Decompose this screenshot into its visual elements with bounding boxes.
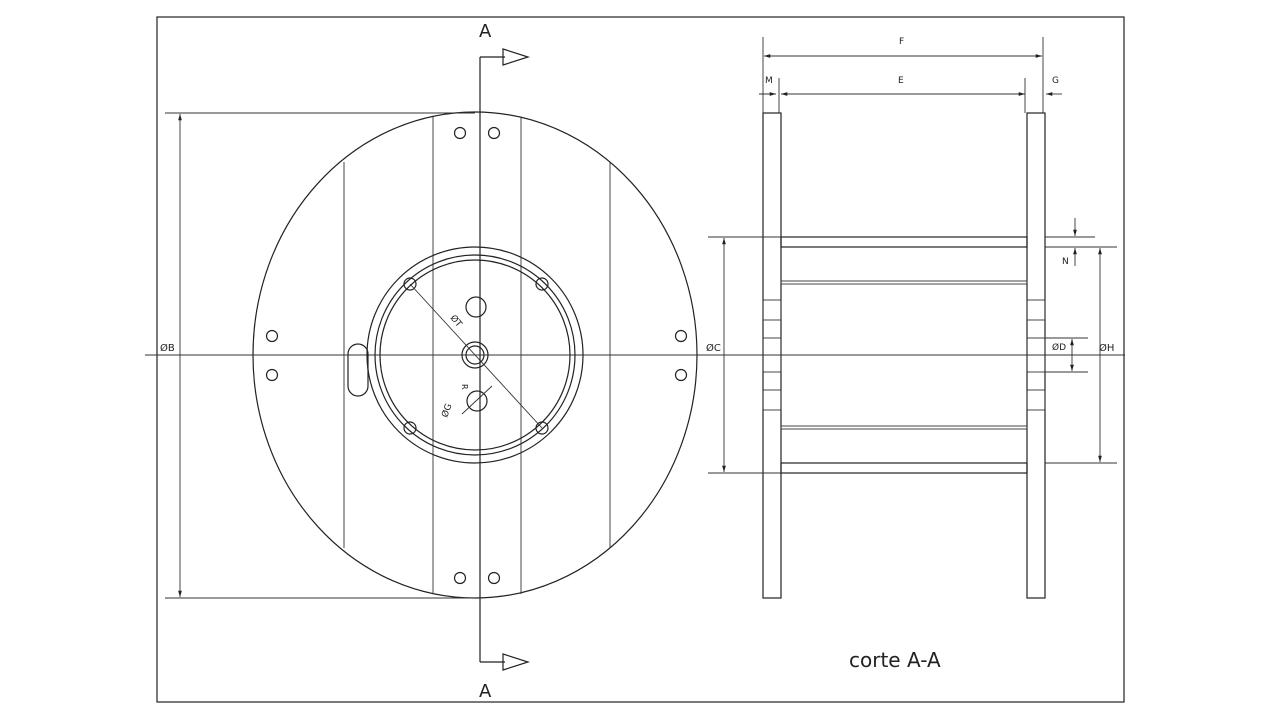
radius-label: R bbox=[460, 384, 469, 390]
hole-diameter-leader bbox=[461, 385, 493, 415]
center-bore bbox=[465, 345, 485, 365]
flange-gap bbox=[1026, 389, 1046, 411]
overall-width-label: F bbox=[899, 37, 904, 47]
section-view: F E M G ØC ØH N ØD corte A-A bbox=[706, 37, 1117, 672]
flange-gap bbox=[1026, 299, 1046, 321]
hub-ring-inner bbox=[379, 259, 571, 451]
flange-gap bbox=[762, 299, 782, 321]
barrel-top bbox=[780, 236, 1028, 248]
tie-rod-top bbox=[780, 280, 1028, 285]
small-hole bbox=[674, 368, 688, 382]
outer-diameter-label: ØB bbox=[160, 342, 175, 354]
left-flange bbox=[762, 112, 782, 599]
flange-right-label: G bbox=[1052, 76, 1059, 86]
center-bore-outer bbox=[461, 341, 489, 369]
section-label-top: A bbox=[479, 21, 492, 42]
drive-hole-top bbox=[465, 296, 487, 318]
section-arrow-icon bbox=[502, 48, 530, 66]
front-view: ØT R ØG ØB bbox=[160, 111, 698, 599]
bore-label: ØD bbox=[1052, 342, 1066, 353]
small-hole bbox=[265, 329, 279, 343]
drive-hole-bottom bbox=[466, 390, 488, 412]
small-hole bbox=[453, 126, 467, 140]
section-title: corte A-A bbox=[849, 648, 941, 672]
barrel-bottom bbox=[780, 462, 1028, 474]
small-hole bbox=[265, 368, 279, 382]
small-hole bbox=[487, 571, 501, 585]
flange-bore bbox=[1026, 337, 1046, 373]
tie-rod-bottom bbox=[780, 425, 1028, 430]
flange-bore bbox=[762, 337, 782, 373]
barrel-outer-label: ØC bbox=[706, 342, 721, 354]
barrel-thickness-label: N bbox=[1062, 257, 1069, 267]
bolt-hole bbox=[535, 277, 549, 291]
barrel-inner-label: ØH bbox=[1099, 342, 1114, 354]
flange-gap bbox=[762, 389, 782, 411]
section-arrow-icon bbox=[502, 653, 530, 671]
drawing-border bbox=[156, 16, 1125, 703]
small-hole bbox=[674, 329, 688, 343]
bolt-hole bbox=[403, 421, 417, 435]
bolt-circle-diameter-line bbox=[409, 283, 543, 429]
section-label-bottom: A bbox=[479, 681, 492, 702]
hub-ring-outer bbox=[366, 246, 584, 464]
section-cut-line: A A bbox=[479, 21, 530, 702]
bolt-hole bbox=[403, 277, 417, 291]
small-hole bbox=[453, 571, 467, 585]
cable-slot bbox=[347, 343, 369, 397]
flange-left-label: M bbox=[765, 76, 773, 86]
hole-diameter-label: ØG bbox=[439, 402, 454, 419]
small-hole bbox=[487, 126, 501, 140]
inner-width-label: E bbox=[898, 76, 904, 86]
bolt-hole bbox=[535, 421, 549, 435]
hub-ring bbox=[374, 254, 576, 456]
right-flange bbox=[1026, 112, 1046, 599]
